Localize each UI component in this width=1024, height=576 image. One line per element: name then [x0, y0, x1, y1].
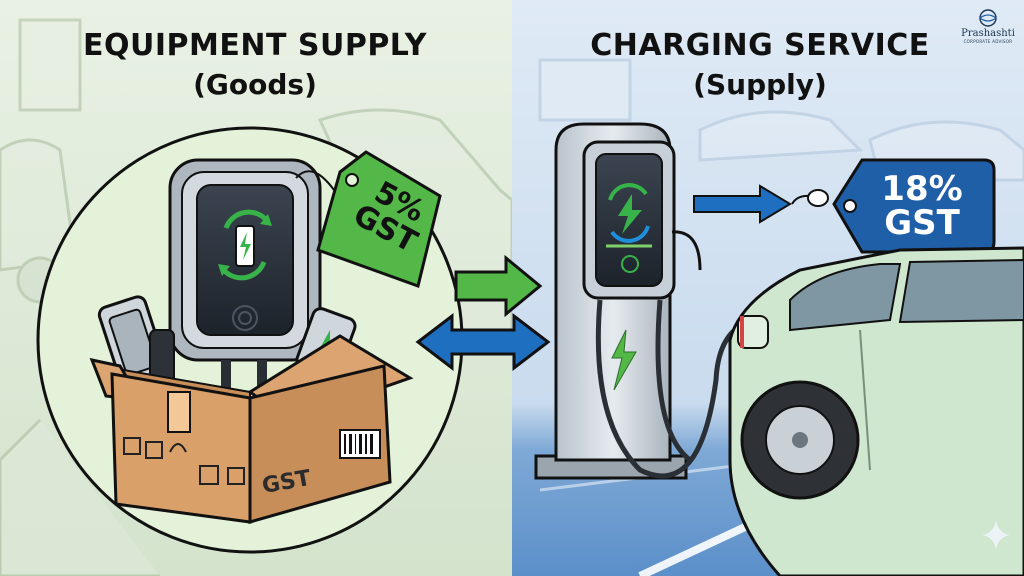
- wall-charger: [168, 158, 322, 396]
- service-subtitle: (Supply): [693, 67, 827, 101]
- tag-18-gst-label: 18% GST: [881, 169, 963, 243]
- price-tag-5: [316, 150, 442, 288]
- electric-car: [728, 246, 1024, 576]
- service-title-block: CHARGING SERVICE (Supply): [520, 30, 1000, 99]
- cardboard-box: [89, 334, 414, 524]
- green-arrow-right-icon: [454, 254, 543, 318]
- price-tag-18: [791, 158, 996, 254]
- brand-name: Prashashti: [961, 28, 1015, 39]
- equipment-title-block: EQUIPMENT SUPPLY (Goods): [20, 30, 490, 99]
- equipment-subtitle: (Goods): [193, 67, 317, 101]
- service-title: CHARGING SERVICE: [590, 28, 930, 63]
- sparkle-icon: [982, 520, 1010, 550]
- double-arrow-icon: [415, 312, 551, 372]
- globe-icon: [979, 9, 997, 27]
- arrow-right-icon: [693, 184, 792, 224]
- battery-charge-icon: [218, 209, 272, 281]
- barcode: [339, 429, 381, 459]
- lightning-icon: [611, 329, 637, 391]
- equipment-title: EQUIPMENT SUPPLY: [83, 28, 427, 63]
- brand-logo: Prashashti CORPORATE ADVISOR: [955, 8, 1021, 44]
- brand-tagline: CORPORATE ADVISOR: [963, 39, 1013, 44]
- charging-station: [534, 122, 742, 480]
